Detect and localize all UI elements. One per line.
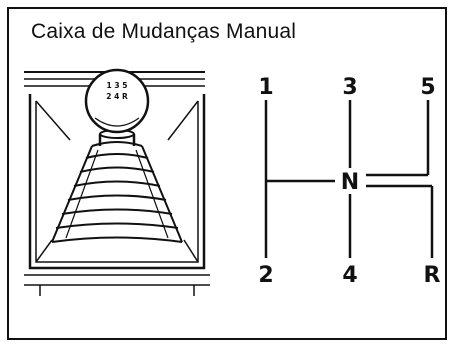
boot-inner-bezel [35,101,199,263]
diagram-frame [7,7,447,340]
gear-knob [84,68,150,134]
bezel-diagonal-bottom-right [183,239,199,263]
gear-label-r: R [424,263,441,288]
gear-label-neutral: N [341,170,359,195]
diagram-title: Caixa de Mudanças Manual [31,20,297,43]
bezel-diagonal-right [167,100,199,141]
gear-boot [51,141,183,243]
lever-collar [98,134,136,146]
gear-label-1: 1 [258,75,273,100]
knob-text-bottom: 2 4 R [106,92,128,101]
knob-text-top: 1 3 5 [107,81,128,90]
bezel-diagonal-bottom-left [35,239,53,263]
bezel-diagonal-left [35,100,71,141]
gear-lever-illustration [24,68,210,296]
gear-label-2: 2 [258,263,273,288]
gear-label-5: 5 [420,75,435,100]
boot-outer-bezel [28,94,206,270]
shift-pattern [264,100,434,258]
gear-label-3: 3 [342,75,357,100]
gear-label-4: 4 [342,263,357,288]
gear-knob-shading [94,117,140,127]
